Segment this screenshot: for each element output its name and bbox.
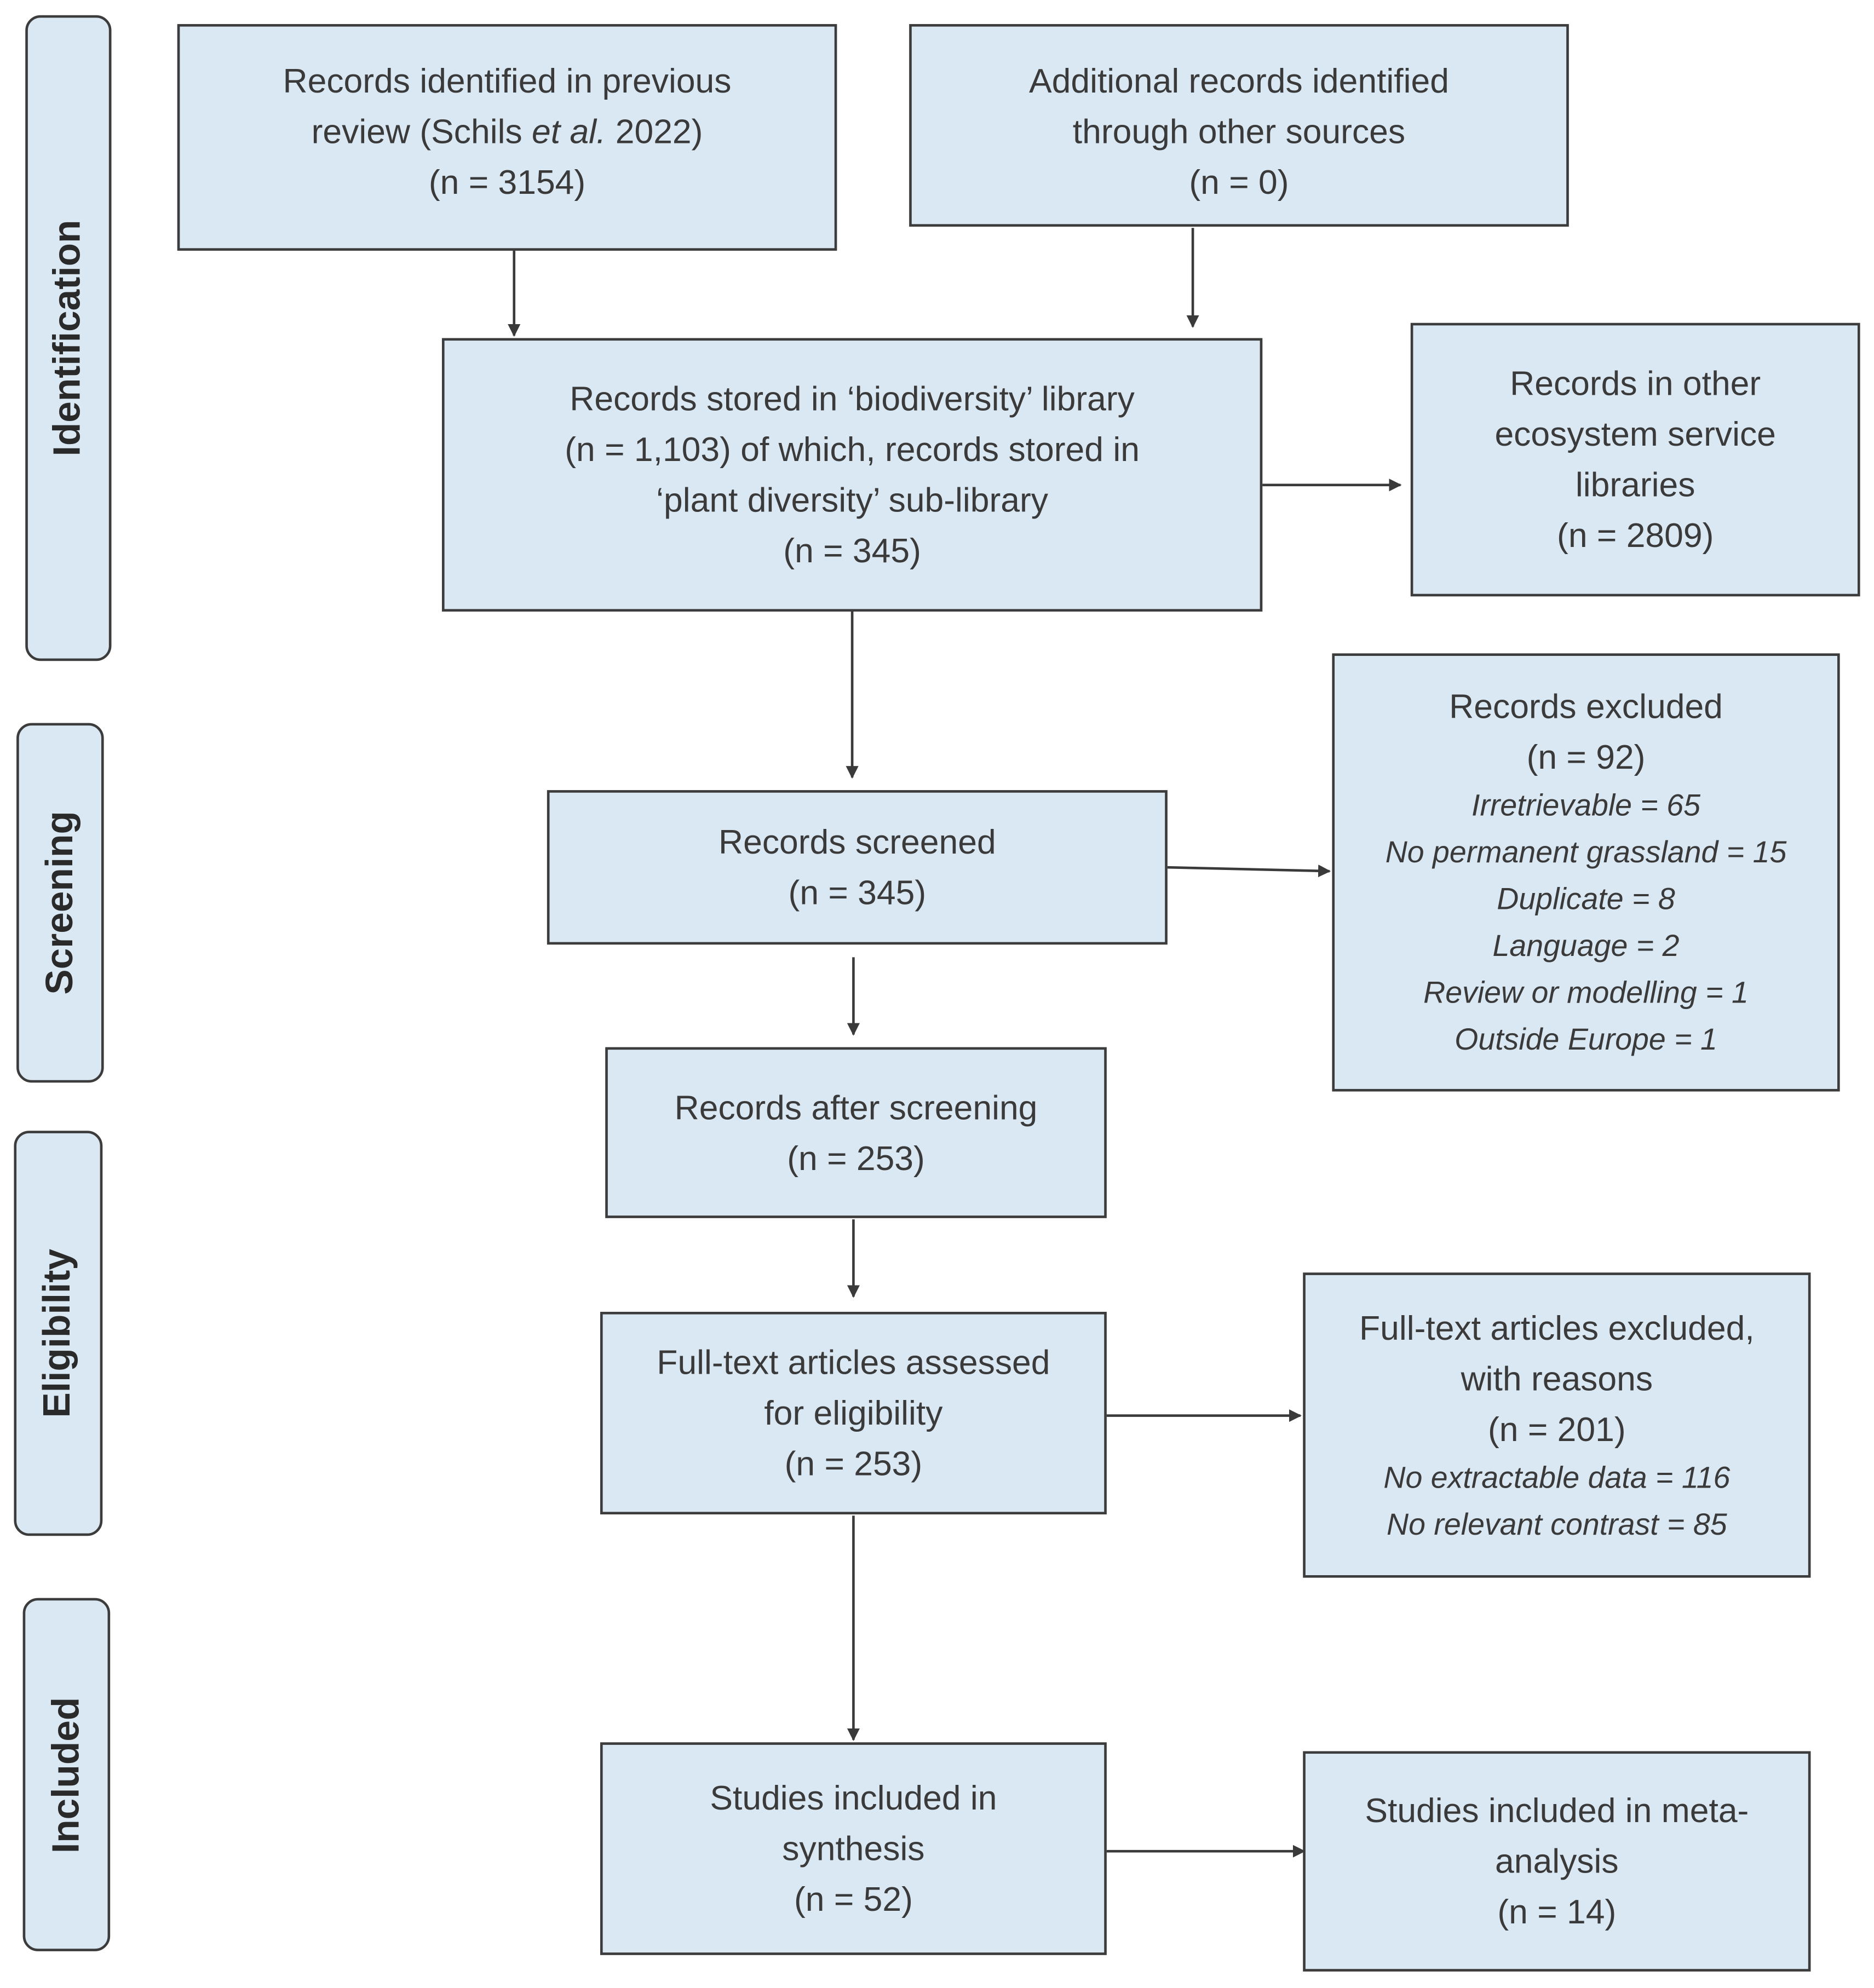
previous-review-line2: review (Schils et al. 2022) [311,112,703,151]
after-screening-line1: Records after screening [674,1088,1038,1127]
excluded-reason: Language = 2 [1492,929,1680,964]
box-records-screened: Records screened (n = 345) [547,790,1168,945]
meta-count: (n = 14) [1497,1893,1617,1931]
box-other-libraries: Records in other ecosystem service libra… [1410,322,1860,597]
stage-label-included: Included [22,1598,111,1951]
stage-label-identification: Identification [25,15,112,661]
excluded-line1: Records excluded [1449,687,1723,726]
other-libraries-count: (n = 2809) [1557,516,1714,555]
excluded-reason: Duplicate = 8 [1497,882,1675,917]
box-after-screening: Records after screening (n = 253) [605,1047,1107,1218]
box-synthesis: Studies included in synthesis (n = 52) [600,1742,1107,1955]
meta-line2: analysis [1495,1842,1619,1881]
excluded-count: (n = 92) [1526,738,1646,776]
other-sources-line1: Additional records identified [1028,62,1449,100]
synthesis-line1: Studies included in [710,1779,997,1817]
screened-line1: Records screened [718,823,996,861]
previous-review-count: (n = 3154) [428,163,586,201]
ft-excluded-line2: with reasons [1461,1359,1653,1398]
excluded-reason: No permanent grassland = 15 [1385,835,1787,870]
biodiversity-line2: (n = 1,103) of which, records stored in [565,430,1140,469]
other-sources-line2: through other sources [1072,112,1406,151]
ft-excluded-reason: No extractable data = 116 [1383,1460,1731,1495]
box-full-text-excluded: Full-text articles excluded, with reason… [1303,1272,1811,1578]
stage-label-screening: Screening [16,723,104,1083]
arrow-screened-to-excluded [1167,865,1331,878]
other-sources-count: (n = 0) [1189,163,1289,201]
excluded-reason: Irretrievable = 65 [1471,788,1700,823]
excluded-reason: Review or modelling = 1 [1423,976,1749,1011]
box-full-text-assessed: Full-text articles assessed for eligibil… [600,1311,1107,1514]
box-biodiversity-library: Records stored in ‘biodiversity’ library… [441,338,1263,612]
stage-label-eligibility: Eligibility [14,1131,103,1536]
meta-line1: Studies included in meta- [1365,1791,1749,1830]
other-libraries-line2: ecosystem service [1494,415,1776,453]
other-libraries-line1: Records in other [1510,365,1761,403]
assessed-line1: Full-text articles assessed [657,1343,1050,1382]
synthesis-line2: synthesis [782,1829,925,1868]
ft-excluded-count: (n = 201) [1488,1410,1626,1448]
biodiversity-line1: Records stored in ‘biodiversity’ library [570,379,1135,418]
ft-excluded-line1: Full-text articles excluded, [1359,1309,1755,1347]
box-records-excluded: Records excluded (n = 92) Irretrievable … [1332,653,1840,1092]
excluded-reason: Outside Europe = 1 [1455,1023,1717,1058]
box-other-sources: Additional records identified through ot… [909,24,1569,227]
biodiversity-line3: ‘plant diversity’ sub-library [656,481,1049,520]
biodiversity-count: (n = 345) [783,532,921,570]
other-libraries-line3: libraries [1575,466,1695,504]
screened-count: (n = 345) [788,873,927,912]
ft-excluded-reason: No relevant contrast = 85 [1387,1507,1727,1542]
box-meta-analysis: Studies included in meta- analysis (n = … [1303,1751,1811,1972]
previous-review-line1: Records identified in previous [283,62,732,100]
after-screening-count: (n = 253) [787,1139,925,1177]
box-previous-review: Records identified in previous review (S… [177,24,837,251]
assessed-line2: for eligibility [764,1394,943,1432]
assessed-count: (n = 253) [784,1444,923,1483]
synthesis-count: (n = 52) [794,1880,913,1918]
